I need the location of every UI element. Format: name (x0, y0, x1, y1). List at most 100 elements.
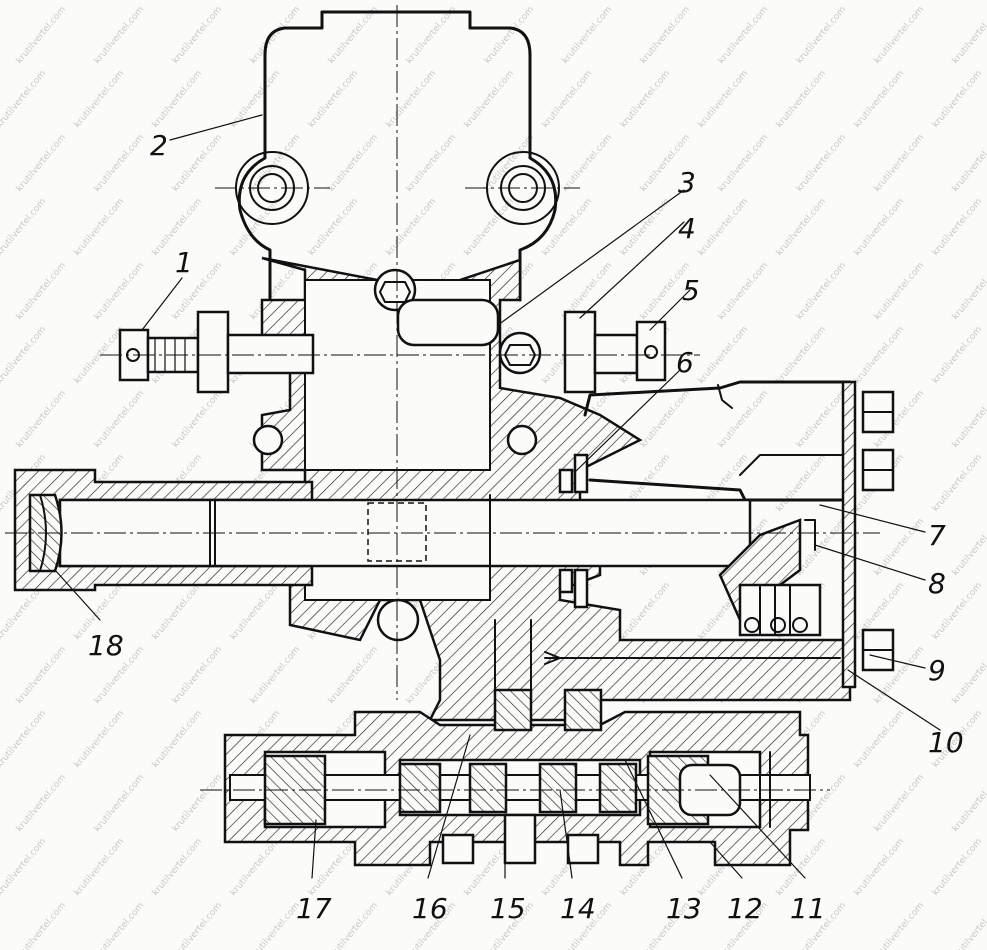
watermark-text: krutilvertel.com (795, 133, 849, 194)
watermark-text: krutilvertel.com (931, 837, 985, 898)
watermark-text: krutilvertel.com (93, 261, 147, 322)
callout-10: 10 (928, 726, 964, 759)
watermark-text: krutilvertel.com (385, 0, 439, 2)
callout-labels: 1 2 3 4 5 6 7 8 9 10 11 12 13 14 15 16 1… (88, 129, 964, 925)
watermark-text: krutilvertel.com (249, 901, 303, 950)
watermark-text: krutilvertel.com (385, 69, 439, 130)
watermark-text: krutilvertel.com (93, 5, 147, 66)
watermark-text: krutilvertel.com (171, 133, 225, 194)
watermark-text: krutilvertel.com (775, 69, 829, 130)
watermark-text: krutilvertel.com (795, 389, 849, 450)
watermark-text: krutilvertel.com (717, 5, 771, 66)
right-housing (583, 380, 895, 689)
watermark-text: krutilvertel.com (307, 197, 361, 258)
watermark-text: krutilvertel.com (151, 581, 205, 642)
callout-16: 16 (412, 892, 448, 925)
watermark-text: krutilvertel.com (171, 5, 225, 66)
watermark-text: krutilvertel.com (0, 0, 48, 2)
watermark-text: krutilvertel.com (795, 261, 849, 322)
watermark-text: krutilvertel.com (931, 197, 985, 258)
watermark-text: krutilvertel.com (0, 197, 48, 258)
watermark-text: krutilvertel.com (639, 5, 693, 66)
watermark-text: krutilvertel.com (229, 197, 283, 258)
watermark-text: krutilvertel.com (93, 389, 147, 450)
callout-15: 15 (490, 892, 526, 925)
watermark-text: krutilvertel.com (15, 901, 69, 950)
watermark-text: krutilvertel.com (853, 197, 907, 258)
watermark-text: krutilvertel.com (0, 837, 48, 898)
callout-12: 12 (727, 892, 763, 925)
watermark-text: krutilvertel.com (951, 773, 987, 834)
callout-9: 9 (928, 654, 946, 687)
watermark-text: krutilvertel.com (229, 837, 283, 898)
watermark-text: krutilvertel.com (931, 69, 985, 130)
watermark-text: krutilvertel.com (15, 645, 69, 706)
callout-8: 8 (928, 567, 946, 600)
watermark-text: krutilvertel.com (619, 197, 673, 258)
watermark-text: krutilvertel.com (171, 901, 225, 950)
callout-17: 17 (296, 892, 332, 925)
watermark-text: krutilvertel.com (405, 5, 459, 66)
callout-7: 7 (928, 519, 946, 552)
watermark-text: krutilvertel.com (171, 645, 225, 706)
watermark-text: krutilvertel.com (873, 261, 927, 322)
watermark-text: krutilvertel.com (73, 69, 127, 130)
watermark-text: krutilvertel.com (951, 645, 987, 706)
watermark-text: krutilvertel.com (307, 69, 361, 130)
watermark-text: krutilvertel.com (229, 0, 283, 2)
watermark-text: krutilvertel.com (405, 133, 459, 194)
right-adjusting-screw (563, 310, 667, 394)
watermark-text: krutilvertel.com (619, 0, 673, 2)
control-valve-body (200, 619, 830, 867)
watermark-text: krutilvertel.com (717, 261, 771, 322)
watermark-text: krutilvertel.com (73, 837, 127, 898)
watermark-text: krutilvertel.com (873, 133, 927, 194)
watermark-text: krutilvertel.com (775, 0, 829, 2)
watermark-text: krutilvertel.com (229, 69, 283, 130)
watermark-text: krutilvertel.com (15, 261, 69, 322)
callout-1: 1 (175, 246, 193, 279)
watermark-text: krutilvertel.com (853, 837, 907, 898)
watermark-text: krutilvertel.com (307, 0, 361, 2)
watermark-text: krutilvertel.com (873, 5, 927, 66)
watermark-text: krutilvertel.com (951, 261, 987, 322)
watermark-text: krutilvertel.com (951, 133, 987, 194)
watermark-text: krutilvertel.com (951, 389, 987, 450)
callout-13: 13 (666, 892, 702, 925)
watermark-text: krutilvertel.com (951, 5, 987, 66)
watermark-text: krutilvertel.com (639, 389, 693, 450)
watermark-text: krutilvertel.com (0, 325, 48, 386)
watermark-text: krutilvertel.com (327, 645, 381, 706)
watermark-text: krutilvertel.com (561, 133, 615, 194)
watermark-text: krutilvertel.com (873, 773, 927, 834)
watermark-text: krutilvertel.com (93, 133, 147, 194)
watermark-text: krutilvertel.com (151, 709, 205, 770)
watermark-text: krutilvertel.com (463, 197, 517, 258)
watermark-text: krutilvertel.com (483, 5, 537, 66)
callout-2: 2 (150, 129, 168, 162)
watermark-text: krutilvertel.com (697, 0, 751, 2)
watermark-text: krutilvertel.com (541, 69, 595, 130)
watermark-text: krutilvertel.com (15, 5, 69, 66)
watermark-text: krutilvertel.com (795, 5, 849, 66)
watermark-text: krutilvertel.com (151, 0, 205, 2)
callout-4: 4 (678, 212, 696, 245)
watermark-text: krutilvertel.com (717, 133, 771, 194)
watermark-text: krutilvertel.com (853, 0, 907, 2)
watermark-text: krutilvertel.com (73, 709, 127, 770)
main-housing (252, 256, 852, 722)
watermark-text: krutilvertel.com (775, 325, 829, 386)
upper-housing (215, 10, 580, 302)
watermark-text: krutilvertel.com (73, 0, 127, 2)
watermark-text: krutilvertel.com (327, 133, 381, 194)
watermark-text: krutilvertel.com (93, 773, 147, 834)
watermark-text: krutilvertel.com (229, 581, 283, 642)
watermark-text: krutilvertel.com (775, 197, 829, 258)
watermark-text: krutilvertel.com (697, 325, 751, 386)
callout-18: 18 (88, 629, 124, 662)
watermark-text: krutilvertel.com (561, 5, 615, 66)
watermark-text: krutilvertel.com (951, 901, 987, 950)
watermark-text: krutilvertel.com (0, 69, 48, 130)
watermark-text: krutilvertel.com (327, 901, 381, 950)
